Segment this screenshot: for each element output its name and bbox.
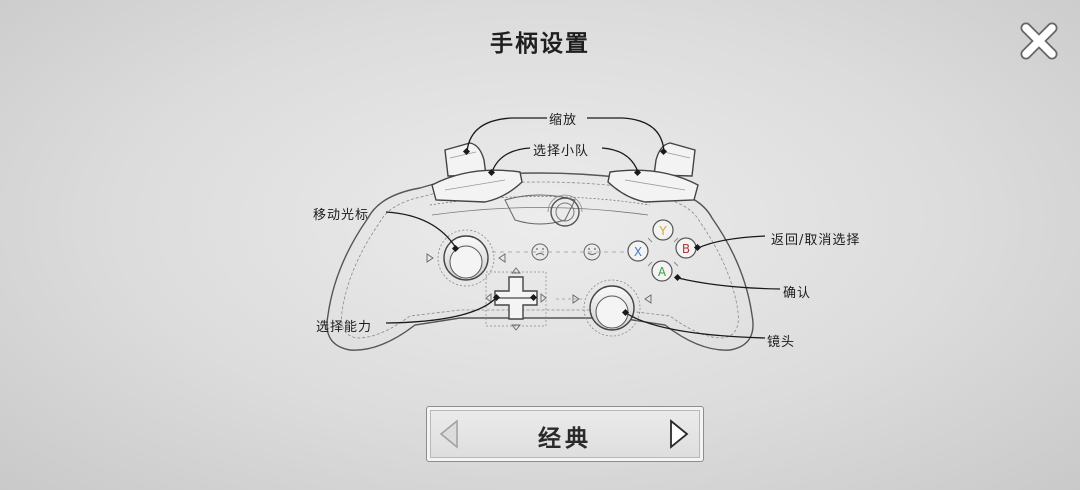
- home-button: [550, 197, 580, 227]
- label-select-ability: 选择能力: [316, 320, 373, 335]
- y-button: [652, 219, 674, 241]
- label-camera: 镜头: [767, 335, 796, 350]
- scheme-label: 经典: [538, 426, 592, 452]
- x-button: [627, 240, 649, 262]
- arrow-left-icon: [439, 419, 458, 449]
- left-bumper: [431, 169, 523, 203]
- prev-scheme-button[interactable]: [437, 419, 461, 449]
- label-back-cancel: 返回/取消选择: [771, 233, 861, 248]
- a-button: [651, 260, 673, 282]
- label-confirm: 确认: [783, 286, 812, 301]
- y-button-glyph: Y: [658, 224, 667, 238]
- control-scheme-selector: 经典: [426, 406, 704, 462]
- label-select-squad: 选择小队: [533, 144, 590, 159]
- label-move-cursor: 移动光标: [313, 208, 370, 223]
- close-button[interactable]: [1016, 18, 1062, 64]
- page-title: 手柄设置: [490, 31, 590, 57]
- right-bumper: [607, 169, 699, 203]
- b-button-glyph: B: [682, 242, 690, 256]
- label-zoom: 缩放: [549, 113, 578, 128]
- right-trigger: [653, 142, 696, 177]
- close-icon: [1020, 22, 1058, 60]
- next-scheme-button[interactable]: [667, 419, 691, 449]
- a-button-glyph: A: [658, 265, 667, 279]
- x-button-glyph: X: [634, 245, 642, 259]
- arrow-right-icon: [670, 419, 689, 449]
